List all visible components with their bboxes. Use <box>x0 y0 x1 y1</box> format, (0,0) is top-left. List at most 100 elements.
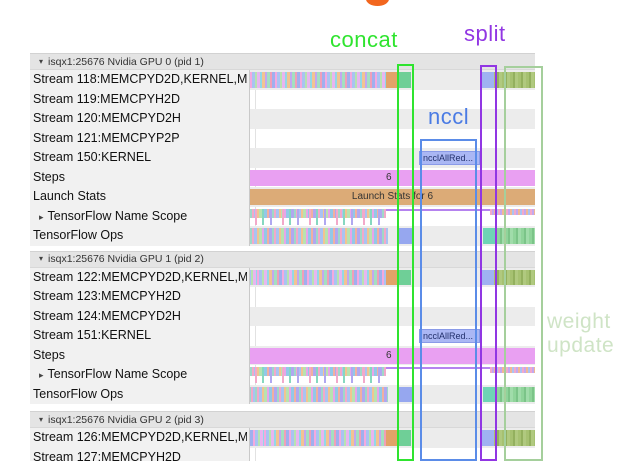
track-label[interactable]: TensorFlow Ops <box>33 385 247 405</box>
timeline-row[interactable] <box>250 306 535 326</box>
timeline-row[interactable] <box>250 267 535 287</box>
concat-annotation-rect <box>397 64 414 461</box>
timeline-row[interactable] <box>250 226 535 246</box>
steps-bar[interactable]: 6 <box>250 169 535 186</box>
track-label-text: Stream 150:KERNEL <box>33 150 152 164</box>
track-label[interactable]: Stream 120:MEMCPYD2H <box>33 109 247 129</box>
track-label-text: Stream 120:MEMCPYD2H <box>33 111 181 125</box>
concat-annotation-label: concat <box>330 27 398 52</box>
steps-bar[interactable]: 6 <box>250 347 535 364</box>
collapse-triangle-icon[interactable]: ▾ <box>39 56 44 66</box>
event-band[interactable] <box>398 228 412 244</box>
track-label[interactable]: Stream 150:KERNEL <box>33 148 247 168</box>
track-label[interactable]: Launch Stats <box>33 187 247 207</box>
timeline-row[interactable] <box>250 384 535 404</box>
track-label[interactable]: Stream 126:MEMCPYD2D,KERNEL,MI <box>33 428 247 448</box>
track-label-text: Stream 118:MEMCPYD2D,KERNEL,ME <box>33 72 247 86</box>
track-label[interactable]: Stream 119:MEMCPYH2D <box>33 90 247 110</box>
event-band[interactable] <box>250 228 388 244</box>
track-label[interactable]: Steps <box>33 168 247 188</box>
timeline-row[interactable] <box>250 109 535 129</box>
collapse-triangle-icon[interactable]: ▾ <box>39 254 44 263</box>
track-label-text: Stream 119:MEMCPYH2D <box>33 91 181 106</box>
event-band[interactable] <box>398 269 411 285</box>
cropped-orange-glyph <box>366 0 389 6</box>
track-label-text: Stream 122:MEMCPYD2D,KERNEL,MI <box>33 269 247 284</box>
track-label[interactable]: Stream 151:KERNEL <box>33 326 247 346</box>
event-band[interactable] <box>398 72 411 88</box>
track-label-text: Stream 126:MEMCPYD2D,KERNEL,MI <box>33 430 247 444</box>
track-label-text: Steps <box>33 169 65 184</box>
nccl-annotation-rect <box>420 139 477 461</box>
timeline-row[interactable]: Launch Stats for 6 <box>250 187 535 207</box>
section-header-label: isqx1:25676 Nvidia GPU 2 (pid 3) <box>48 413 204 426</box>
track-label-text: TensorFlow Ops <box>33 386 124 401</box>
expand-triangle-icon[interactable]: ▸ <box>39 211 44 222</box>
track-label[interactable]: ▸TensorFlow Name Scope <box>33 207 247 227</box>
event-band[interactable] <box>250 386 388 402</box>
weight-update-annotation-rect <box>504 66 543 461</box>
timeline-gridline <box>255 267 256 404</box>
track-label-column <box>30 70 250 246</box>
timeline-row[interactable] <box>250 70 535 90</box>
timeline-row[interactable]: ncclAllRed... <box>250 326 535 346</box>
collapse-triangle-icon[interactable]: ▾ <box>39 414 44 424</box>
event-band[interactable] <box>250 269 386 285</box>
track-label[interactable]: Stream 123:MEMCPYH2D <box>33 287 247 307</box>
event-band[interactable] <box>483 386 497 402</box>
track-label-column <box>30 428 250 461</box>
track-label[interactable]: Stream 121:MEMCPYP2P <box>33 129 247 149</box>
track-label[interactable]: Stream 122:MEMCPYD2D,KERNEL,MI <box>33 268 247 288</box>
event-band[interactable] <box>481 430 494 446</box>
event-band[interactable] <box>497 386 535 402</box>
track-label[interactable]: ▸TensorFlow Name Scope <box>33 365 247 385</box>
split-annotation-rect <box>480 65 497 461</box>
event-band[interactable] <box>483 228 497 244</box>
namescope-ticks-right[interactable] <box>490 208 535 215</box>
nccl-annotation-label: nccl <box>428 104 470 129</box>
timeline-row[interactable]: ncclAllRed... <box>250 148 535 168</box>
timeline-row[interactable] <box>250 207 535 227</box>
event-band[interactable] <box>250 72 386 88</box>
track-label[interactable]: Stream 124:MEMCPYD2H <box>33 307 247 327</box>
weight-update-annotation-label: weight update <box>547 310 614 358</box>
event-band[interactable] <box>398 386 412 402</box>
track-label-text: TensorFlow Ops <box>33 228 124 242</box>
track-label-text: Steps <box>33 347 65 362</box>
weight-update-line2: update <box>547 334 615 357</box>
timeline-row[interactable]: 6 <box>250 345 535 365</box>
track-label[interactable]: TensorFlow Ops <box>33 226 247 246</box>
event-band[interactable] <box>250 430 386 446</box>
section-header-gpu-2[interactable]: ▾ isqx1:25676 Nvidia GPU 2 (pid 3) <box>30 411 535 428</box>
event-band[interactable] <box>386 269 398 285</box>
timeline-row[interactable] <box>250 428 535 448</box>
track-label[interactable]: Steps <box>33 346 247 366</box>
weight-update-line1: weight <box>547 310 611 333</box>
event-band[interactable] <box>481 269 494 285</box>
event-band[interactable] <box>386 430 398 446</box>
nccl-allreduce-bar[interactable]: ncclAllRed... <box>419 328 480 343</box>
expand-triangle-icon[interactable]: ▸ <box>39 370 44 380</box>
track-label-text: TensorFlow Name Scope <box>47 367 188 381</box>
section-header-gpu-0[interactable]: ▾ isqx1:25676 Nvidia GPU 0 (pid 1) <box>30 53 535 70</box>
track-label-text: Launch Stats <box>33 189 106 203</box>
nccl-allreduce-bar[interactable]: ncclAllRed... <box>419 150 480 165</box>
event-band[interactable] <box>497 228 535 244</box>
steps-bar-label: 6 <box>386 171 392 183</box>
section-header-gpu-1[interactable]: ▾ isqx1:25676 Nvidia GPU 1 (pid 2) <box>30 250 535 268</box>
event-band[interactable] <box>398 430 411 446</box>
timeline-row[interactable]: 6 <box>250 168 535 188</box>
launch-stats-bar[interactable]: Launch Stats for 6 <box>250 189 535 205</box>
event-band[interactable] <box>386 72 398 88</box>
event-band[interactable] <box>481 72 494 88</box>
namescope-ticks-right[interactable] <box>490 367 535 373</box>
section-header-label: isqx1:25676 Nvidia GPU 1 (pid 2) <box>48 253 204 265</box>
section-header-label: isqx1:25676 Nvidia GPU 0 (pid 1) <box>48 55 204 68</box>
split-annotation-label: split <box>464 21 506 46</box>
track-label[interactable]: Stream 127:MEMCPYH2D <box>33 448 247 461</box>
track-label-text: TensorFlow Name Scope <box>47 208 188 223</box>
timeline-row[interactable] <box>250 365 535 385</box>
namescope-line <box>250 367 535 369</box>
track-label[interactable]: Stream 118:MEMCPYD2D,KERNEL,ME <box>33 70 247 90</box>
